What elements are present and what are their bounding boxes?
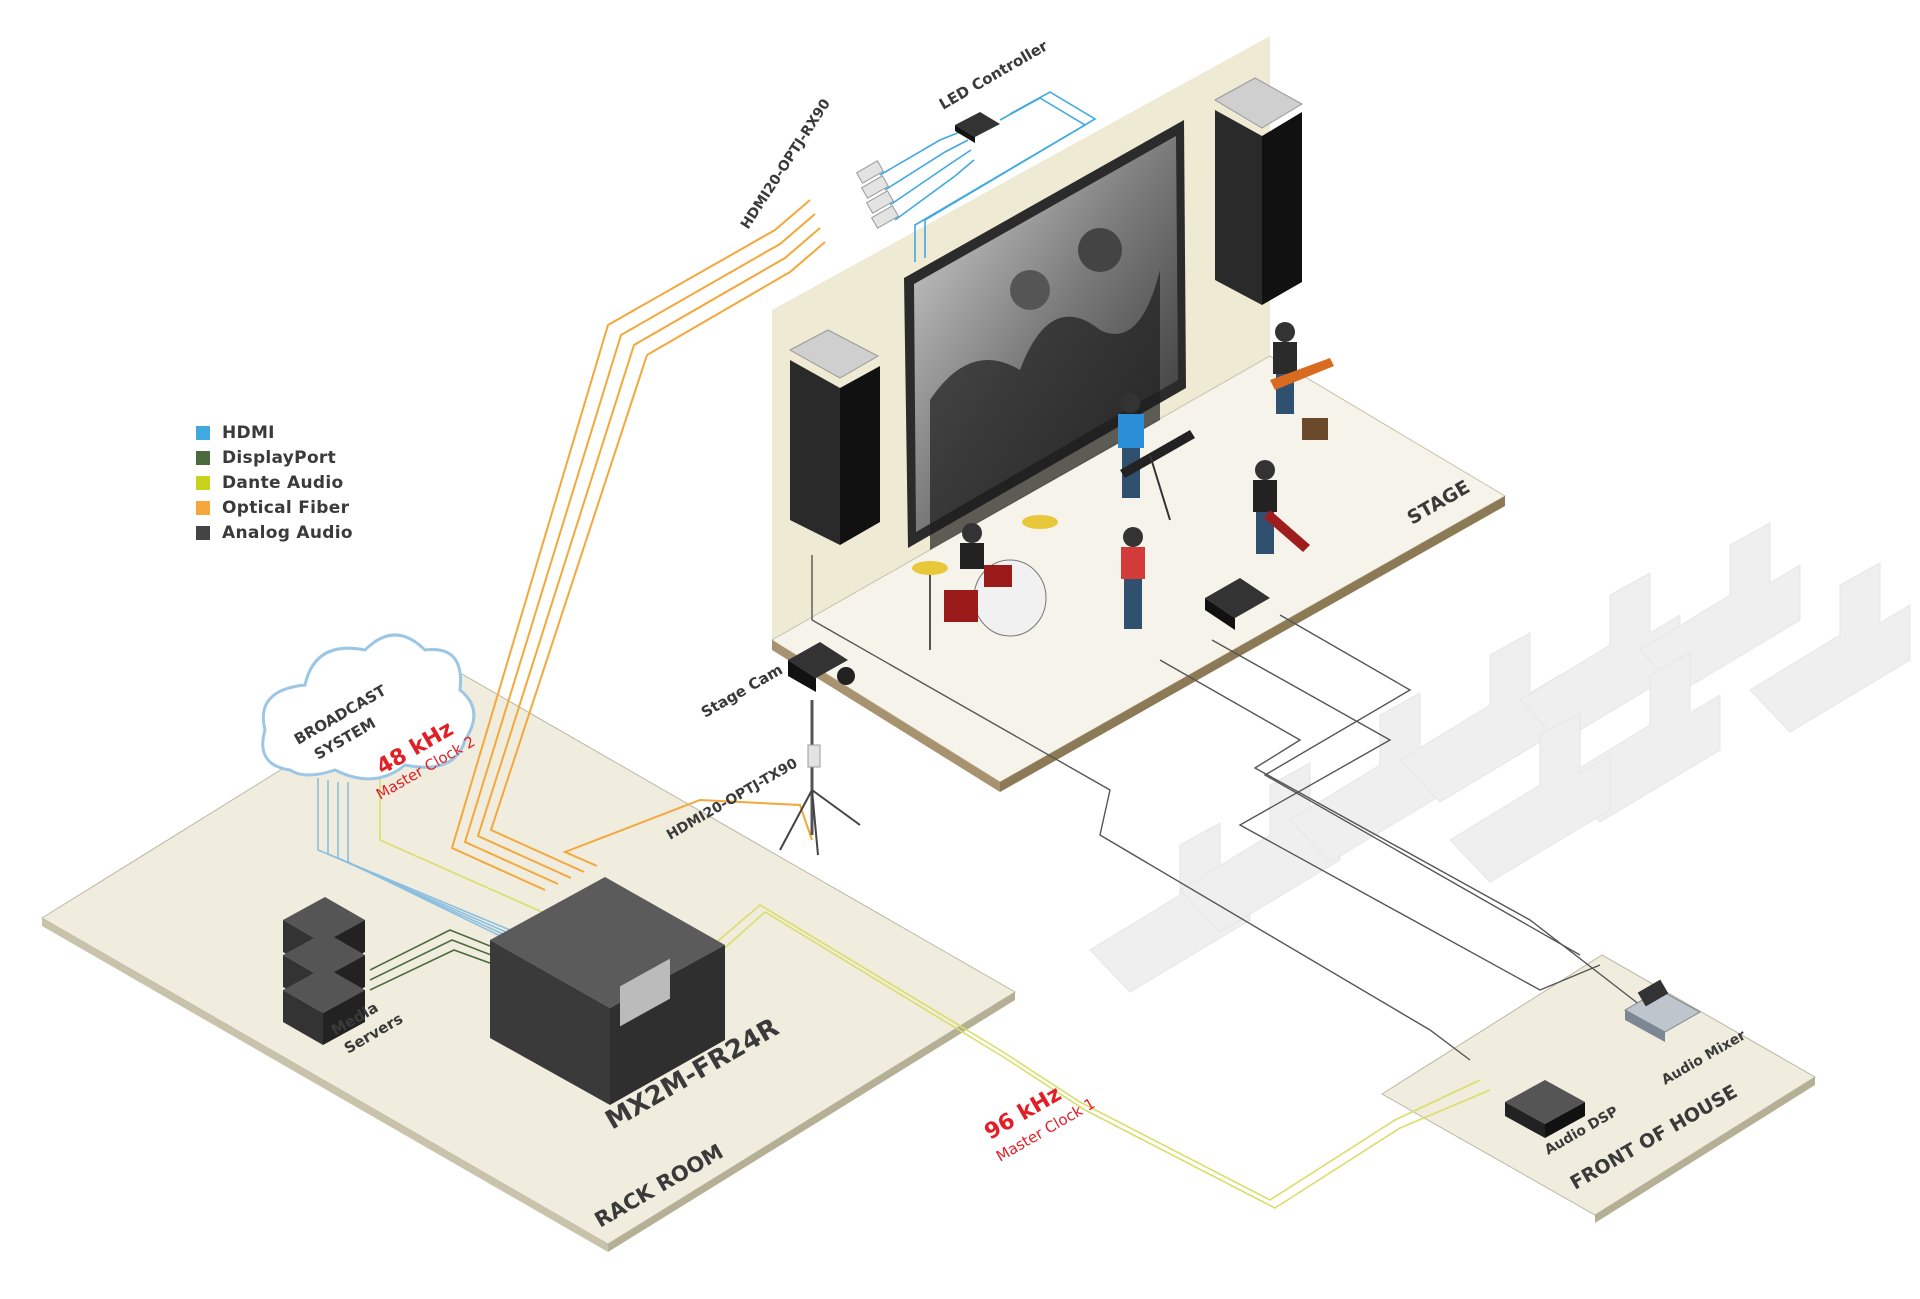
stage-front-edge xyxy=(1000,496,1505,792)
band-guitarist xyxy=(1270,322,1334,440)
legend-swatch xyxy=(196,475,210,490)
band-drummer xyxy=(912,515,1058,650)
foh-floor-edge xyxy=(1595,1077,1815,1223)
legend-swatch xyxy=(196,425,210,440)
legend-label: HDMI xyxy=(222,422,275,443)
broadcast-cloud xyxy=(261,633,476,781)
matrix-chassis xyxy=(490,877,725,1105)
hdmi-broadcast-lines xyxy=(317,778,526,949)
audience-seating xyxy=(1089,522,1911,993)
optical-fiber-bundle xyxy=(450,199,826,891)
legend-label: DisplayPort xyxy=(222,447,337,468)
legend-item-analog-audio: Analog Audio xyxy=(196,520,353,545)
legend-label: Optical Fiber xyxy=(222,497,350,518)
legend-item-dante-audio: Dante Audio xyxy=(196,470,353,495)
legend-swatch xyxy=(196,450,210,465)
receivers-label: HDMI20-OPTJ-RX90 xyxy=(738,96,834,232)
legend-swatch xyxy=(196,525,210,540)
legend-swatch xyxy=(196,500,210,515)
optical-receivers xyxy=(855,160,900,229)
rack-room-floor-side xyxy=(608,992,1015,1252)
line-array-speaker-right xyxy=(1213,77,1304,305)
legend-item-hdmi: HDMI xyxy=(196,420,353,445)
audio-mixer-unit xyxy=(1623,979,1702,1042)
analog-audio-lines xyxy=(811,555,1641,1061)
dante-audio-lines xyxy=(379,775,1491,1209)
stage-camera xyxy=(779,642,861,856)
band-keyboardist xyxy=(1118,393,1195,521)
band-bassist xyxy=(1253,460,1310,554)
legend: HDMI DisplayPort Dante Audio Optical Fib… xyxy=(196,420,353,545)
legend-label: Analog Audio xyxy=(222,522,353,543)
line-array-speaker-left xyxy=(788,329,880,545)
legend-item-optical-fiber: Optical Fiber xyxy=(196,495,353,520)
legend-item-displayport: DisplayPort xyxy=(196,445,353,470)
led-controller xyxy=(955,112,1000,143)
stage-cam-label: Stage Cam xyxy=(698,660,786,721)
audio-dsp-unit xyxy=(1505,1080,1585,1138)
band-singer xyxy=(1121,527,1145,629)
stage-left-edge xyxy=(772,640,1000,792)
rack-room-floor-edge xyxy=(42,918,608,1252)
stage-monitor-wedge xyxy=(1205,578,1270,630)
hdmi-receiver-lines xyxy=(879,91,1097,262)
led-screen xyxy=(904,120,1186,550)
media-servers xyxy=(283,897,365,1045)
legend-label: Dante Audio xyxy=(222,472,344,493)
